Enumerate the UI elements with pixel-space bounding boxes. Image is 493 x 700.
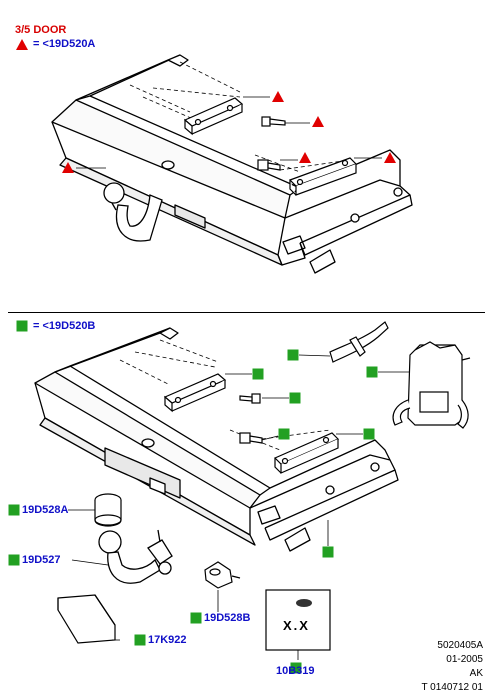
footer-line-4: T 0140712 01 [421, 682, 483, 693]
bottom-dashed-guides [119, 339, 331, 451]
bottom-leader-lines [68, 354, 410, 660]
footer-line-2: 01-2005 [446, 654, 483, 665]
callout-tow-ball: 19D527 [22, 554, 61, 566]
bottom-tow-ball-part [98, 529, 173, 584]
top-tow-ball [103, 182, 163, 242]
top-legend-marker [16, 39, 28, 50]
card-text: X.X [283, 618, 310, 633]
callout-socket: 19D528B [204, 612, 251, 624]
top-legend-label: = <19D520A [33, 38, 96, 50]
footer-line-1: 5020405A [437, 640, 483, 651]
strap-part [329, 321, 389, 363]
callout-card: 10B319 [276, 665, 315, 677]
top-clamp-plate-2 [257, 157, 358, 196]
footer-line-3: AK [469, 668, 483, 679]
bottom-tow-bar-beam [34, 327, 399, 552]
top-section-title: 3/5 DOOR [15, 24, 67, 36]
bag-part [392, 341, 471, 429]
top-clamp-plate-1 [183, 97, 244, 136]
section-divider [8, 312, 485, 313]
top-bolt [261, 116, 286, 127]
socket-part [204, 561, 241, 589]
ball-cover-part [94, 493, 122, 527]
bottom-legend-label: = <19D520B [33, 320, 96, 332]
callout-bracket: 17K922 [148, 634, 187, 646]
top-leader-lines [76, 96, 382, 169]
card-part [265, 589, 331, 651]
bottom-clamp-plate-1 [163, 373, 227, 413]
bottom-legend-marker [16, 320, 28, 332]
mounting-bracket-part [57, 594, 116, 644]
bottom-bolt [239, 393, 261, 404]
callout-ball-cover: 19D528A [22, 504, 69, 516]
bottom-clamp-plate-2 [239, 432, 340, 474]
